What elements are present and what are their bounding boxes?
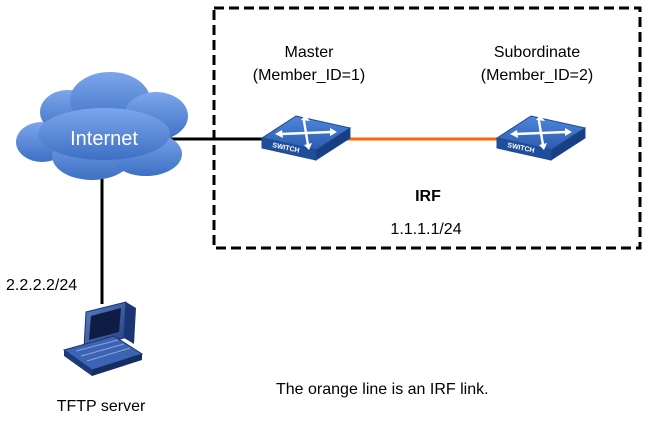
irf-label: IRF [415, 188, 441, 205]
irf-ip-label: 1.1.1.1/24 [390, 221, 462, 238]
tftp-server-label: TFTP server [56, 398, 146, 415]
internet-label: Internet [70, 128, 138, 150]
master-name-label: Master [284, 44, 334, 61]
computer-icon [62, 301, 144, 376]
subordinate-switch-icon: SWITCH [495, 109, 587, 162]
irf-link-note: The orange line is an IRF link. [276, 381, 489, 398]
tftp-ip-label: 2.2.2.2/24 [6, 277, 78, 294]
master-switch-icon: SWITCH [260, 109, 352, 162]
irf-boundary [212, 6, 642, 250]
cloud-icon [16, 72, 188, 180]
subordinate-member-id-label: (Member_ID=2) [480, 67, 594, 84]
master-member-id-label: (Member_ID=1) [252, 67, 366, 84]
subordinate-name-label: Subordinate [493, 44, 581, 61]
